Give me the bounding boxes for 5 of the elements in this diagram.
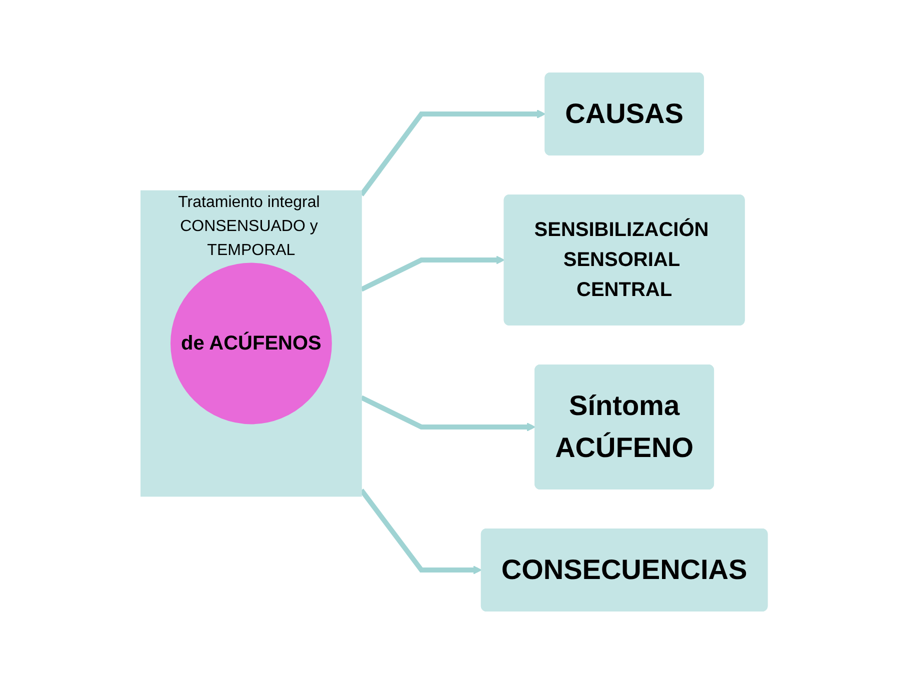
node-circle: de ACÚFENOS <box>170 262 332 424</box>
arrow <box>360 395 536 432</box>
arrow <box>359 110 546 196</box>
arrow <box>360 256 505 292</box>
arrow <box>359 488 482 574</box>
